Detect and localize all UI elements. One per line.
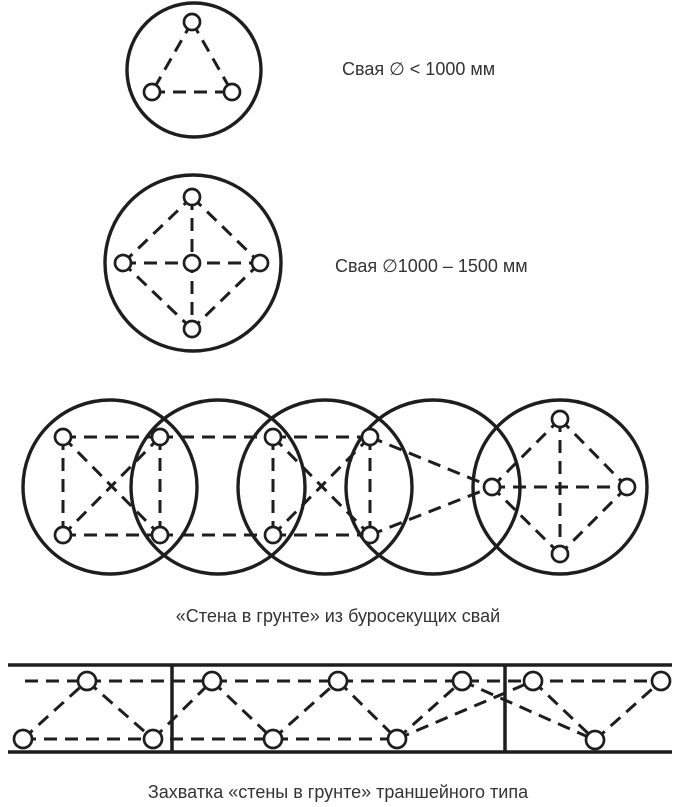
secant-shaft-circle bbox=[236, 398, 414, 576]
single-pile-figure bbox=[125, 1, 263, 139]
connector-line bbox=[396, 679, 534, 741]
connector-line bbox=[531, 679, 597, 742]
secant-shaft-circle bbox=[129, 398, 307, 576]
connector-line bbox=[272, 679, 339, 741]
pile-point bbox=[327, 670, 349, 692]
connector-line bbox=[121, 261, 194, 331]
connector-line bbox=[336, 679, 399, 741]
pile-point bbox=[584, 729, 606, 751]
square-two-connections bbox=[271, 435, 372, 537]
square-one-connections bbox=[61, 435, 162, 537]
large-pile-figure bbox=[103, 173, 283, 353]
secant-shaft-circle bbox=[21, 398, 199, 576]
pile-point bbox=[142, 728, 164, 750]
trench-wall-caption: Захватка «стены в грунте» траншейного ти… bbox=[148, 782, 529, 802]
pile-point bbox=[263, 427, 283, 447]
connector-line bbox=[271, 435, 372, 537]
pile-point bbox=[150, 427, 170, 447]
connector-line bbox=[86, 679, 154, 741]
single-pile-label: Свая ∅ < 1000 мм bbox=[342, 59, 495, 79]
connector-line bbox=[61, 435, 162, 537]
pile-point bbox=[150, 525, 170, 545]
connector-line bbox=[190, 261, 262, 331]
pile-point bbox=[201, 670, 223, 692]
secant-wall-figure bbox=[21, 398, 649, 576]
connector-line bbox=[190, 195, 262, 265]
trench-wall-figure bbox=[8, 663, 672, 754]
pile-point bbox=[263, 525, 283, 545]
connector-line bbox=[190, 21, 234, 93]
connector-line bbox=[490, 417, 562, 489]
pile-point bbox=[386, 728, 408, 750]
pile-point bbox=[550, 409, 570, 429]
pile-point bbox=[250, 253, 270, 273]
pile-point bbox=[482, 477, 502, 497]
connector-line bbox=[21, 679, 89, 741]
connector-line bbox=[150, 21, 194, 93]
connector-line bbox=[369, 435, 493, 489]
pile-point bbox=[222, 82, 242, 102]
pile-point bbox=[550, 544, 570, 564]
bridge-connections bbox=[160, 435, 493, 537]
pile-point bbox=[522, 670, 544, 692]
connector-line bbox=[369, 485, 493, 537]
connector-line bbox=[558, 485, 629, 556]
pile-shaft-circle bbox=[125, 1, 263, 139]
connector-line bbox=[396, 679, 463, 741]
pile-point bbox=[76, 670, 98, 692]
connector-line bbox=[490, 485, 562, 556]
pile-shaft-circle bbox=[103, 173, 283, 353]
pile-point bbox=[451, 670, 473, 692]
large-pile-label: Свая ∅1000 – 1500 мм bbox=[335, 256, 528, 276]
connector-line bbox=[151, 679, 214, 741]
pile-point bbox=[360, 525, 380, 545]
pile-point bbox=[360, 427, 380, 447]
connector-line bbox=[121, 195, 194, 265]
pile-point bbox=[262, 728, 284, 750]
connector-line bbox=[210, 679, 275, 741]
pile-point bbox=[53, 427, 73, 447]
pile-point bbox=[182, 253, 202, 273]
secant-shaft-circle bbox=[471, 398, 649, 576]
pile-point bbox=[182, 12, 202, 32]
pile-point bbox=[182, 319, 202, 339]
pile-point bbox=[142, 82, 162, 102]
connector-line bbox=[558, 417, 629, 489]
pile-point bbox=[650, 670, 672, 692]
pile-point bbox=[182, 187, 202, 207]
pile-point bbox=[113, 253, 133, 273]
triangle-connections bbox=[150, 21, 234, 94]
secant-wall-caption: «Стена в грунте» из буросекущих свай bbox=[176, 606, 500, 626]
pile-point bbox=[53, 525, 73, 545]
connector-line bbox=[594, 679, 662, 742]
connector-line bbox=[461, 679, 596, 742]
pile-point bbox=[12, 728, 34, 750]
pile-point bbox=[617, 477, 637, 497]
diamond-connections bbox=[490, 417, 629, 556]
